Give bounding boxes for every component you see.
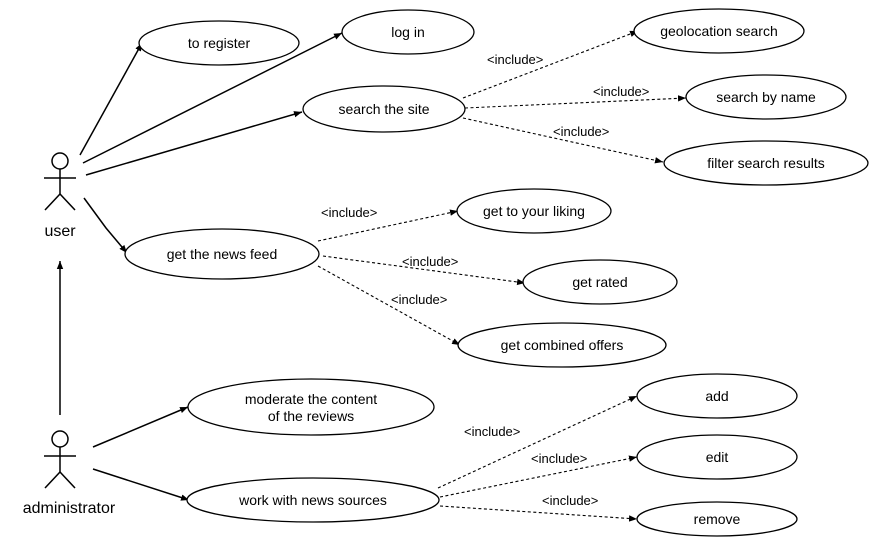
assoc-user-login <box>82 32 343 164</box>
usecase-get-rated: get rated <box>522 259 678 305</box>
assoc-admin-moderate <box>92 406 189 448</box>
actor-administrator-label: administrator <box>23 500 116 517</box>
include-work-remove <box>439 505 638 522</box>
usecase-to-register: to register <box>138 20 300 66</box>
include-label: <include> <box>321 205 377 220</box>
include-label: <include> <box>391 292 447 307</box>
actor-administrator <box>44 430 76 489</box>
svg-text:get rated: get rated <box>572 274 627 290</box>
svg-text:get to your liking: get to your liking <box>483 203 585 219</box>
usecase-get-the-news-feed: get the news feed <box>124 228 320 280</box>
svg-text:search by name: search by name <box>716 89 816 105</box>
usecase-add: add <box>636 373 798 419</box>
assoc-user-newsfeed <box>83 197 128 254</box>
include-search-filter <box>462 117 664 164</box>
usecase-get-to-your-liking: get to your liking <box>456 188 612 234</box>
assoc-user-search <box>85 111 303 176</box>
include-label: <include> <box>553 124 609 139</box>
usecase-work-with-news-sources: work with news sources <box>186 477 440 523</box>
usecase-log-in: log in <box>341 9 475 55</box>
include-feed-liking <box>317 209 459 242</box>
include-feed-rated <box>322 255 526 286</box>
include-label: <include> <box>464 424 520 439</box>
assoc-admin-newssources <box>92 468 190 501</box>
usecase-geolocation-search: geolocation search <box>633 8 805 54</box>
usecase-edit: edit <box>636 434 798 480</box>
include-label: <include> <box>531 451 587 466</box>
svg-text:add: add <box>705 388 728 404</box>
assoc-user-register <box>79 42 143 156</box>
svg-text:search the site: search the site <box>338 101 429 117</box>
usecase-filter-search-results: filter search results <box>663 140 869 186</box>
include-label: <include> <box>542 493 598 508</box>
svg-text:remove: remove <box>694 511 741 527</box>
usecase-search-by-name: search by name <box>685 74 847 120</box>
include-label: <include> <box>487 52 543 67</box>
svg-text:get combined offers: get combined offers <box>501 337 624 353</box>
svg-text:work with news sources: work with news sources <box>238 492 387 508</box>
usecase-get-combined-offers: get combined offers <box>457 322 667 368</box>
include-search-geolocation <box>462 30 639 99</box>
usecase-remove: remove <box>636 501 798 537</box>
svg-text:log in: log in <box>391 24 424 40</box>
actor-user <box>44 152 76 211</box>
include-label: <include> <box>593 84 649 99</box>
include-search-byname <box>464 95 687 109</box>
svg-text:to register: to register <box>188 35 251 51</box>
usecase-moderate-reviews: moderate the content of the reviews <box>187 378 435 436</box>
include-work-add <box>437 395 638 489</box>
actor-user-label: user <box>44 223 76 240</box>
svg-text:moderate the content: moderate the content <box>245 391 377 407</box>
svg-text:edit: edit <box>706 449 729 465</box>
include-work-edit <box>439 455 638 498</box>
usecase-search-the-site: search the site <box>302 85 466 133</box>
svg-text:geolocation search: geolocation search <box>660 23 778 39</box>
svg-text:get the news feed: get the news feed <box>167 246 278 262</box>
include-label: <include> <box>402 254 458 269</box>
svg-text:of the reviews: of the reviews <box>268 408 354 424</box>
svg-text:filter search results: filter search results <box>707 155 824 171</box>
